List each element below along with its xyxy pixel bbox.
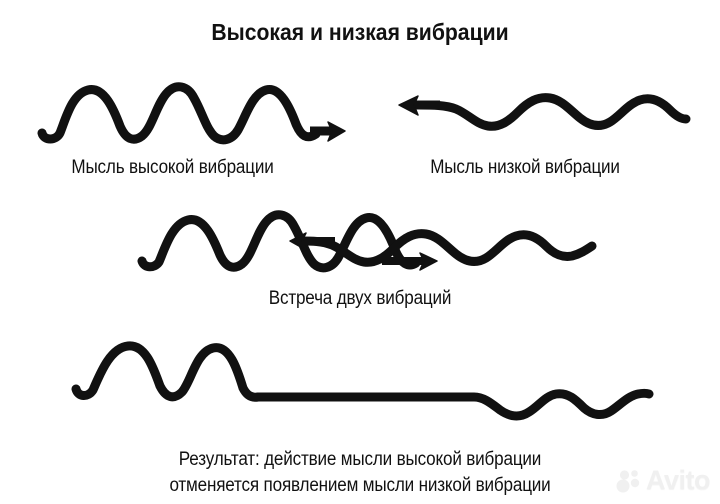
arrow-head-left-icon: [398, 95, 419, 116]
page-title: Высокая и низкая вибрации: [211, 19, 509, 45]
avito-watermark-text: Avito: [646, 465, 711, 495]
low-vibration-wave: [398, 93, 691, 131]
result-caption-line-1: Результат: действие мысли высокой вибрац…: [178, 449, 542, 470]
arrow-head-left-icon: [289, 232, 307, 251]
meeting-waves: [137, 210, 597, 273]
result-caption-line-2: отменяется появлением мысли низкой вибра…: [169, 475, 551, 496]
avito-logo-icon: [616, 469, 640, 492]
label-high-vibration: Мысль высокой вибрации: [71, 157, 274, 178]
result-caption: Результат: действие мысли высокой вибрац…: [36, 447, 684, 499]
label-low-vibration: Мысль низкой вибрации: [430, 157, 620, 178]
label-meeting-of-vibrations: Встреча двух вибраций: [268, 288, 452, 309]
high-vibration-wave: [37, 82, 346, 145]
avito-watermark: Avito: [616, 465, 711, 496]
result-wave: [71, 341, 654, 421]
arrow-head-right-icon: [327, 121, 346, 142]
arrow-head-right-icon: [419, 252, 438, 271]
